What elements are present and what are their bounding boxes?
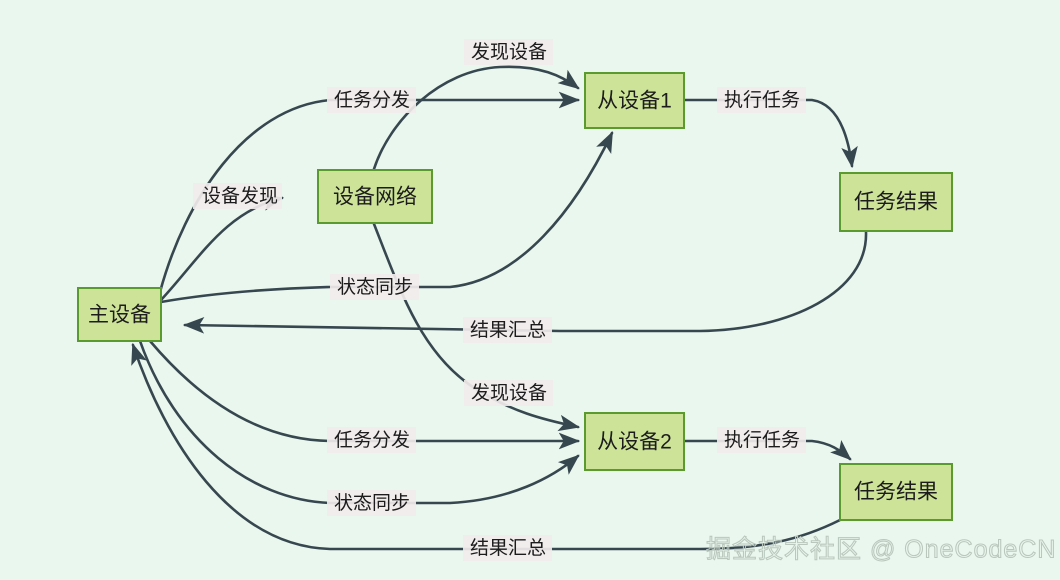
edge-master-to-slave1-dispatch[interactable] [158,91,581,294]
edge-master-to-network[interactable] [159,194,285,302]
node-slave-device-1[interactable]: 从设备1 [584,72,685,129]
edge-label-task-dispatch-2: 任务分发 [327,427,416,453]
watermark-text: 掘金技术社区 @ OneCodeCN [706,536,1056,564]
edge-label-text: 发现设备 [471,41,547,63]
edge-label-text: 状态同步 [337,276,413,298]
edge-label-task-dispatch-1: 任务分发 [327,87,416,113]
node-device-network[interactable]: 设备网络 [317,169,433,224]
edges-layer [131,65,868,551]
node-slave-device-2[interactable]: 从设备2 [584,412,685,471]
edge-label-state-sync-1: 状态同步 [330,274,419,300]
edge-label-execute-task-1: 执行任务 [717,87,806,113]
node-task-result-2[interactable]: 任务结果 [839,463,953,521]
node-label: 任务结果 [854,191,938,214]
watermark: 掘金技术社区 @ OneCodeCN [705,535,1056,564]
edge-result2-to-master[interactable] [131,343,842,551]
edge-label-bg [327,427,416,453]
edge-label-bg [463,535,552,561]
edge-label-execute-task-2: 执行任务 [717,427,806,453]
node-label: 从设备2 [597,431,672,454]
node-label: 任务结果 [854,481,938,504]
edge-label-result-aggregate-1: 结果汇总 [463,317,552,343]
node-box[interactable] [584,72,685,129]
edge-labels-layer: 设备发现 任务分发 发现设备 状态同步 执行任务 [193,39,806,561]
node-task-result-1[interactable]: 任务结果 [839,172,953,232]
node-label: 从设备1 [597,90,672,113]
node-label: 主设备 [88,304,151,327]
edge-label-bg [463,317,552,343]
edge-label-text: 执行任务 [724,89,800,111]
edge-network-to-slave1-discover[interactable] [372,65,580,171]
edge-master-to-slave1-sync[interactable] [159,131,614,304]
edge-label-discover-device-2: 发现设备 [464,380,553,406]
edge-label-bg [464,380,553,406]
edge-slave1-to-result1[interactable] [682,98,858,169]
node-box[interactable] [839,172,953,232]
edge-label-device-discovery-1: 设备发现 [193,183,282,209]
edge-label-text: 任务分发 [334,429,410,451]
node-box[interactable] [77,287,162,342]
edge-label-text: 结果汇总 [470,537,546,559]
edge-master-to-slave2-sync[interactable] [138,339,580,505]
edge-label-bg [464,39,553,65]
edge-result1-to-master[interactable] [182,230,868,334]
edge-master-to-slave2-dispatch[interactable] [148,339,581,450]
edge-label-text: 执行任务 [724,429,800,451]
edge-label-bg [717,427,806,453]
edge-label-bg [717,87,806,113]
edge-label-state-sync-2: 状态同步 [327,490,416,516]
node-label: 设备网络 [333,186,417,209]
edge-label-text: 任务分发 [334,89,410,111]
nodes-layer: 主设备 设备网络 从设备1 任务结果 从设备2 [77,72,953,521]
edge-label-bg [193,183,282,209]
edge-label-bg [327,490,416,516]
edge-label-text: 发现设备 [471,382,547,404]
edge-label-bg [330,274,419,300]
node-box[interactable] [317,169,433,224]
node-box[interactable] [839,463,953,521]
edge-label-bg [327,87,416,113]
node-box[interactable] [584,412,685,471]
edge-label-text: 设备发现 [202,185,278,207]
edge-slave2-to-result2[interactable] [682,439,852,461]
edge-label-result-aggregate-2: 结果汇总 [463,535,552,561]
edge-label-discover-device-1: 发现设备 [464,39,553,65]
edge-label-text: 状态同步 [334,492,410,514]
edge-label-text: 结果汇总 [470,319,546,341]
node-master-device[interactable]: 主设备 [77,287,162,342]
